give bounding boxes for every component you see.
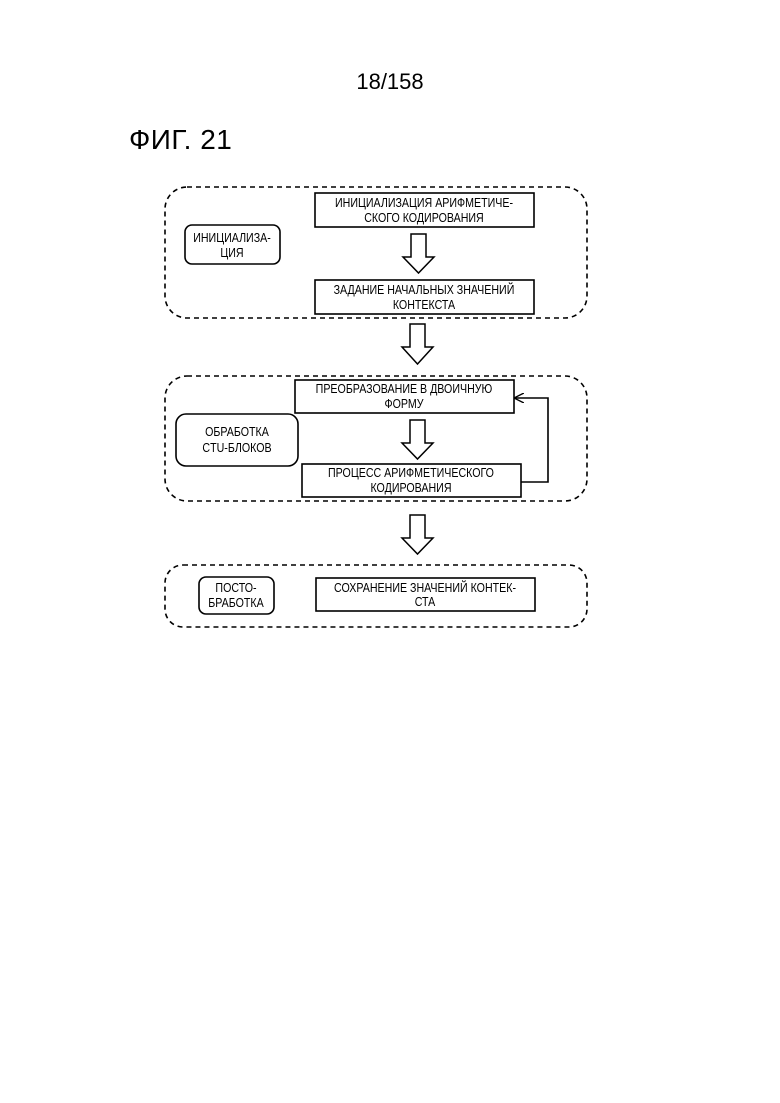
step-context-init-line-1: ЗАДАНИЕ НАЧАЛЬНЫХ ЗНАЧЕНИЙ	[334, 281, 515, 297]
loop-back-arrow	[515, 398, 548, 482]
step-arithmetic-coding-process-line-2: КОДИРОВАНИЯ	[370, 480, 451, 495]
hollow-arrow-down-icon	[402, 515, 433, 554]
stage-initialization-label-line-1: ИНИЦИАЛИЗА-	[193, 230, 271, 245]
step-binarization-line-1: ПРЕОБРАЗОВАНИЕ В ДВОИЧНУЮ	[316, 381, 493, 396]
step-arithmetic-coding-process-line-1: ПРОЦЕСС АРИФМЕТИЧЕСКОГО	[328, 465, 494, 480]
hollow-arrow-down-icon	[402, 420, 433, 459]
step-arithmetic-coding-init-line-1: ИНИЦИАЛИЗАЦИЯ АРИФМЕТИЧЕ-	[335, 195, 513, 210]
hollow-arrow-down-icon	[402, 324, 433, 364]
step-context-init-line-2: КОНТЕКСТА	[393, 297, 455, 312]
stage-ctu-processing-label-line-2: CTU-БЛОКОВ	[202, 440, 271, 455]
stage-initialization-label-line-2: ЦИЯ	[220, 245, 243, 260]
step-arithmetic-coding-init-line-2: СКОГО КОДИРОВАНИЯ	[364, 210, 484, 225]
stage-post-processing-label-line-2: БРАБОТКА	[208, 595, 264, 610]
stage-ctu-processing-label-line-1: ОБРАБОТКА	[205, 424, 269, 439]
step-context-save-line-2: СТА	[415, 594, 436, 609]
step-context-save-line-1: СОХРАНЕНИЕ ЗНАЧЕНИЙ КОНТЕК-	[334, 579, 516, 595]
hollow-arrow-down-icon	[403, 234, 434, 273]
step-binarization-line-2: ФОРМУ	[385, 396, 424, 411]
stage-post-processing-label-line-1: ПОСТО-	[215, 580, 256, 595]
